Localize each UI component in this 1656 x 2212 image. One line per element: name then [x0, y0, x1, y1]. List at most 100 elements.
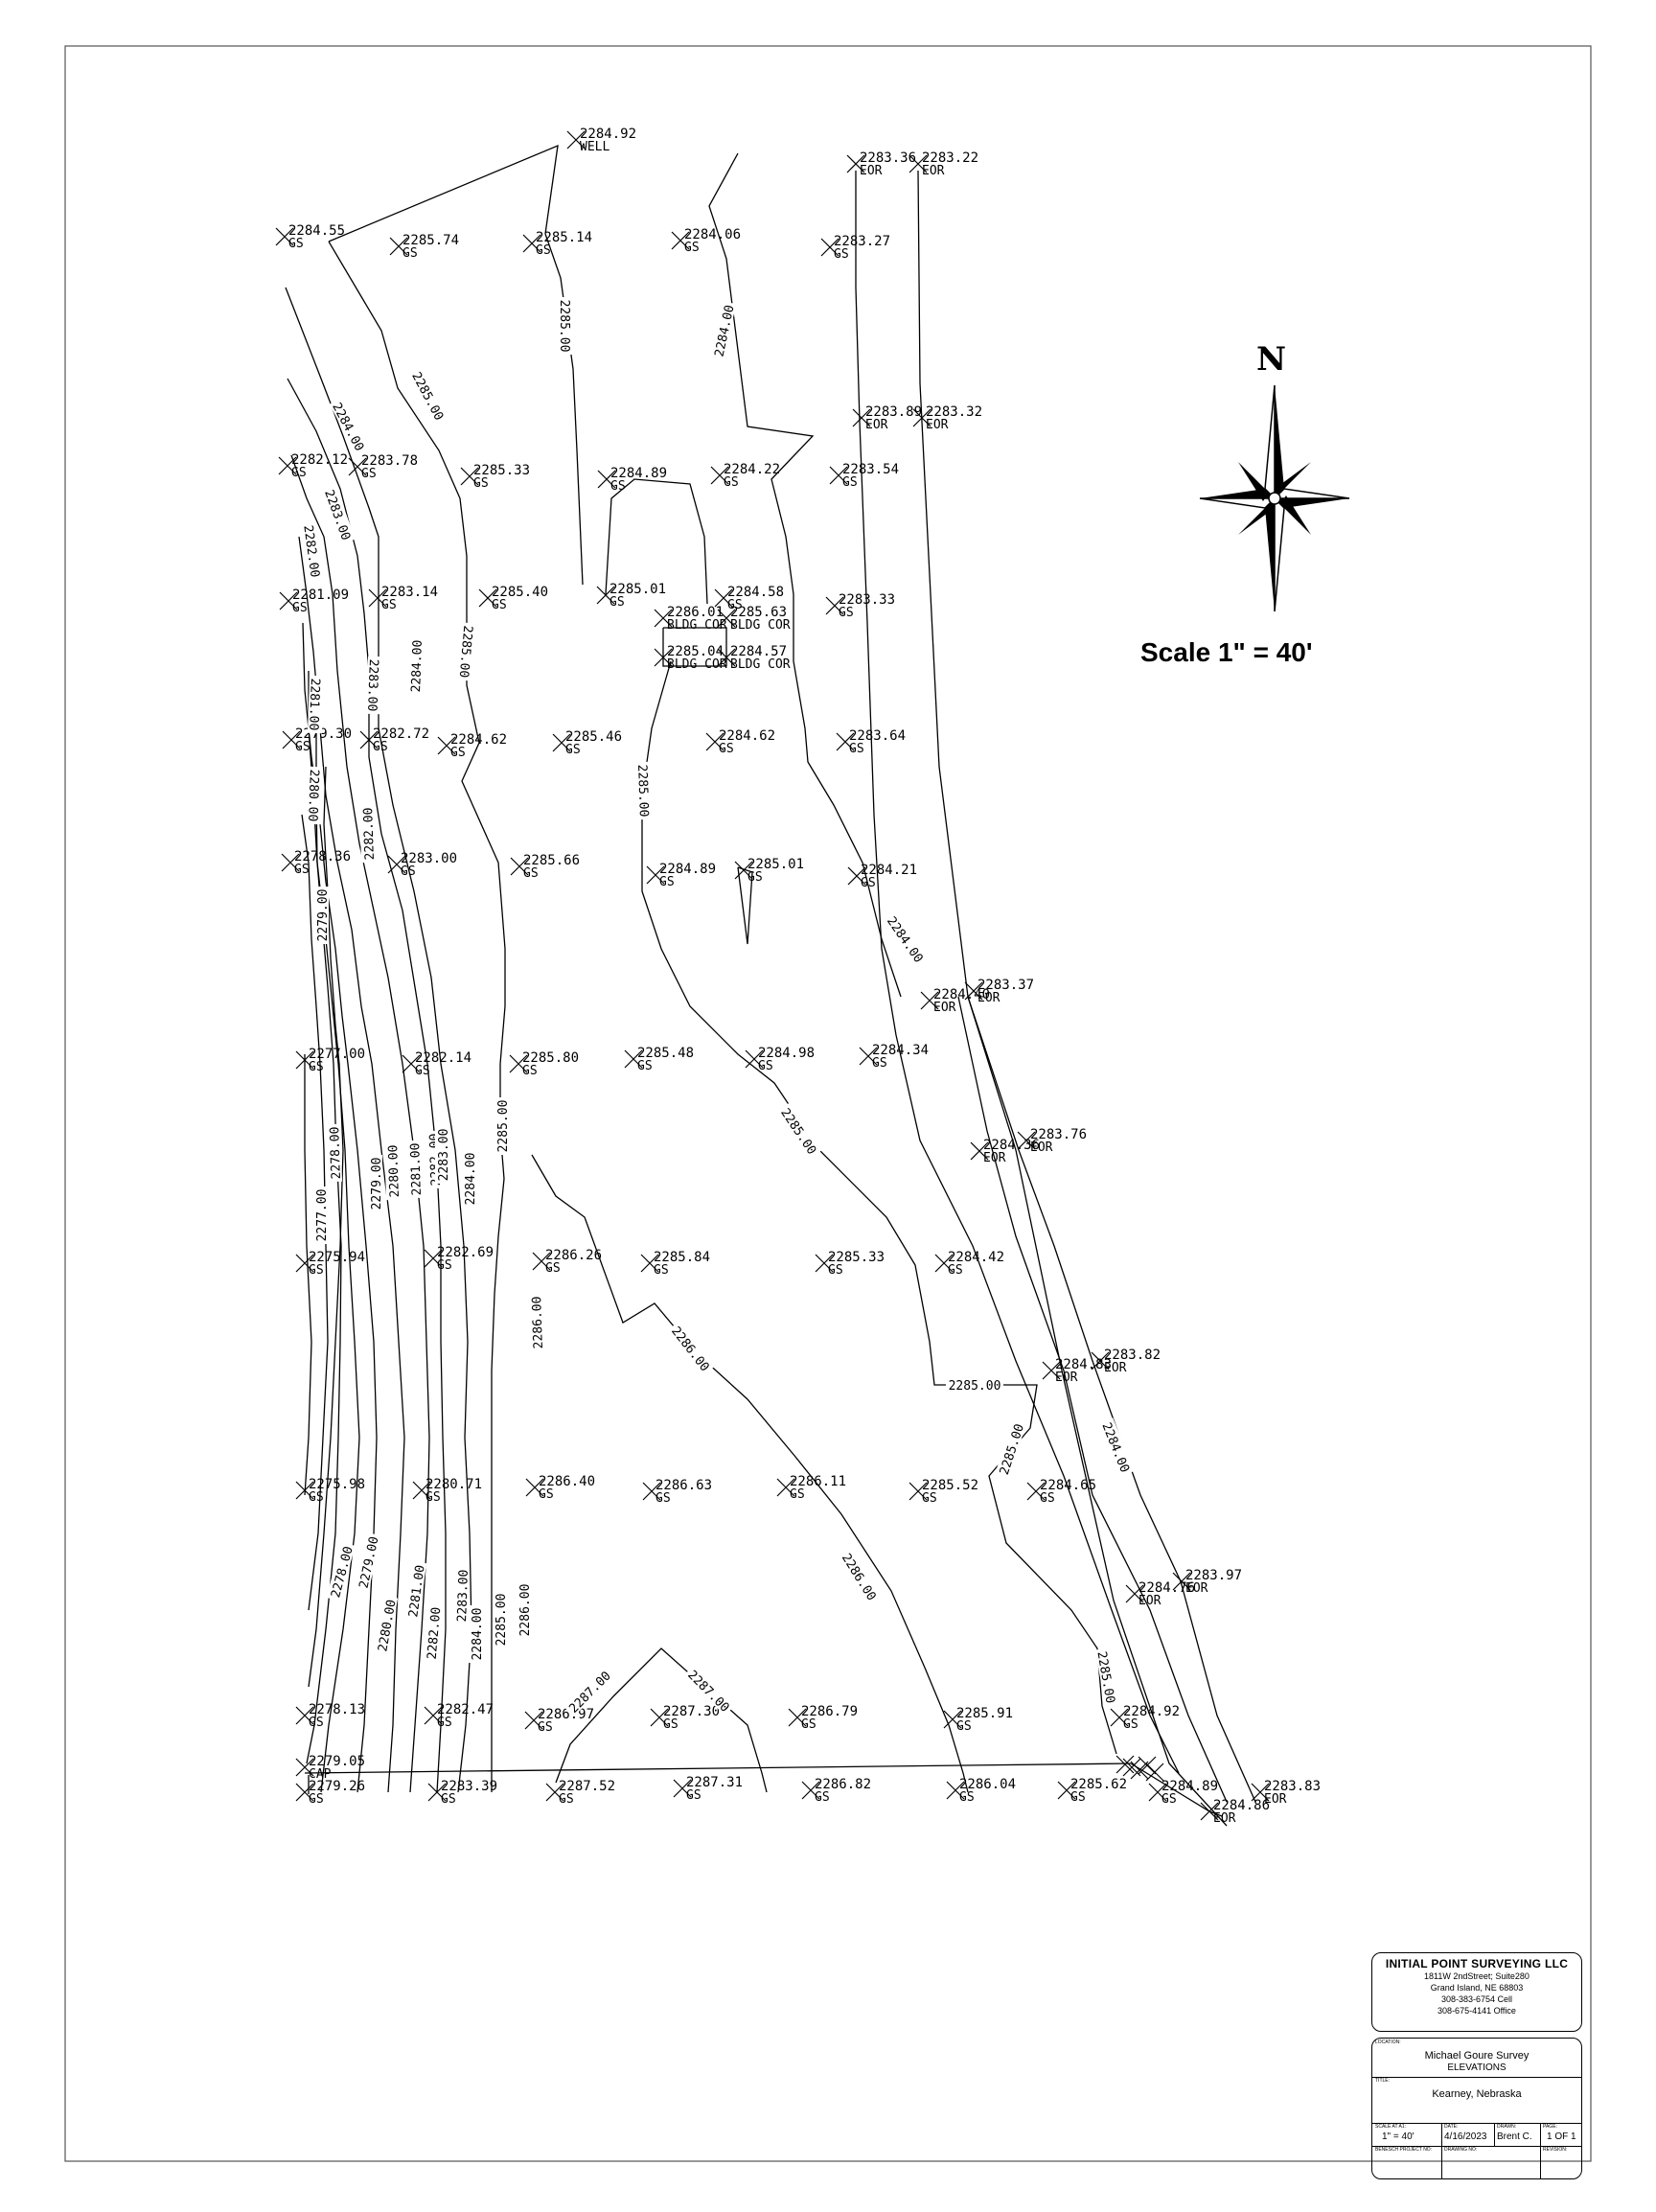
point-code: EOR [860, 164, 883, 178]
contour-label-text: 2278.00 [328, 1126, 344, 1179]
contour-label: 2279.00 [314, 887, 331, 944]
point-marker [815, 1254, 834, 1273]
point-marker [510, 857, 529, 876]
point-code: GS [748, 870, 763, 885]
point-marker [437, 736, 456, 755]
point-code: GS [656, 1491, 671, 1506]
point-elevation: 2285.52 [922, 1478, 978, 1493]
contour-label: 2278.00 [326, 1541, 356, 1601]
point-marker [654, 648, 673, 667]
contour-label-text: 2285.00 [777, 1106, 818, 1158]
point-marker [545, 1783, 564, 1802]
point-marker [776, 1478, 795, 1497]
contour-label: 2286.00 [839, 1548, 882, 1605]
point-elevation: 2285.01 [610, 582, 666, 597]
point-code: GS [719, 742, 734, 756]
point-code: EOR [983, 1151, 1006, 1165]
point-elevation: 2278.36 [294, 849, 351, 864]
point-elevation: 2280.71 [426, 1477, 482, 1492]
point-elevation: 2285.63 [730, 605, 787, 620]
point-code: EOR [1055, 1371, 1078, 1385]
point-code: GS [790, 1487, 805, 1502]
point-elevation: 2284.42 [948, 1250, 1004, 1265]
date-value: 4/16/2023 [1444, 2131, 1487, 2142]
contour-label-text: 2281.00 [406, 1564, 427, 1618]
point-marker [424, 1249, 443, 1268]
contour-label-text: 2283.00 [321, 488, 353, 542]
point-code: GS [536, 243, 551, 258]
point-elevation: 2283.27 [834, 234, 890, 249]
point-code: EOR [933, 1001, 956, 1015]
contour-label: 2284.00 [1098, 1417, 1135, 1477]
point-elevation: 2287.31 [686, 1775, 743, 1790]
point-marker [1148, 1783, 1167, 1802]
contour-label-bg [408, 366, 449, 425]
point-marker [650, 1708, 669, 1727]
point-marker [524, 1711, 543, 1730]
point-code: BLDG COR [730, 618, 791, 633]
meta-row: SCALE AT A1: 1" = 40' DATE: 4/16/2023 DR… [1372, 2123, 1581, 2147]
point-marker [717, 648, 736, 667]
point-elevation: 2282.72 [373, 726, 429, 742]
point-elevation: 2284.06 [684, 227, 741, 242]
point-marker [552, 733, 571, 752]
divider [1540, 2146, 1541, 2178]
point-elevation: 2285.04 [667, 644, 724, 659]
point-marker [1200, 1802, 1219, 1821]
point-code: GS [724, 475, 739, 490]
point-elevation: 2283.33 [839, 592, 895, 608]
point-elevation: 2284.92 [580, 127, 636, 142]
point-cluster [1116, 1755, 1164, 1782]
contour-label: 2281.00 [306, 675, 325, 734]
point-marker [912, 408, 932, 427]
point-code: GS [295, 740, 310, 754]
contour-label-bg [494, 1097, 509, 1155]
contour-label: 2283.00 [364, 656, 383, 715]
point-marker [278, 456, 297, 475]
point-elevation: 2283.00 [401, 851, 457, 866]
point-marker [825, 596, 844, 615]
contour-label-text: 2285.00 [557, 300, 571, 353]
contour-label-bg [306, 766, 324, 825]
point-elevation: 2284.62 [450, 732, 507, 748]
point-elevation: 2284.22 [724, 462, 780, 477]
page-label: PAGE: [1543, 2124, 1557, 2130]
drawn-value: Brent C. [1497, 2131, 1532, 2142]
contour-label-bg [635, 761, 654, 820]
point-code: GS [288, 237, 304, 251]
point-marker [597, 470, 616, 489]
contour-label: 2282.00 [358, 804, 378, 864]
contour-label-text: 2285.00 [1093, 1650, 1116, 1705]
point-elevation: 2285.33 [473, 463, 530, 478]
point-code: GS [522, 1064, 538, 1078]
point-marker [829, 466, 848, 485]
point-elevation: 2286.79 [801, 1704, 858, 1719]
title-label: TITLE: [1375, 2078, 1391, 2084]
contour-label-text: 2284.00 [884, 914, 926, 965]
point-marker [624, 1049, 643, 1069]
point-elevation: 2284.89 [610, 466, 667, 481]
numbers-row: BENESCH PROJECT NO: DRAWING NO: REVISION… [1372, 2146, 1581, 2178]
point-elevation: 2285.33 [828, 1250, 885, 1265]
point-elevation: 2285.46 [565, 729, 622, 745]
contour-label-text: 2285.00 [634, 764, 651, 817]
company-cell: 308-383-6754 Cell [1440, 1994, 1513, 2004]
point-code: GS [948, 1263, 963, 1278]
contour-label-bg [383, 1141, 402, 1201]
point-marker [1091, 1351, 1110, 1371]
